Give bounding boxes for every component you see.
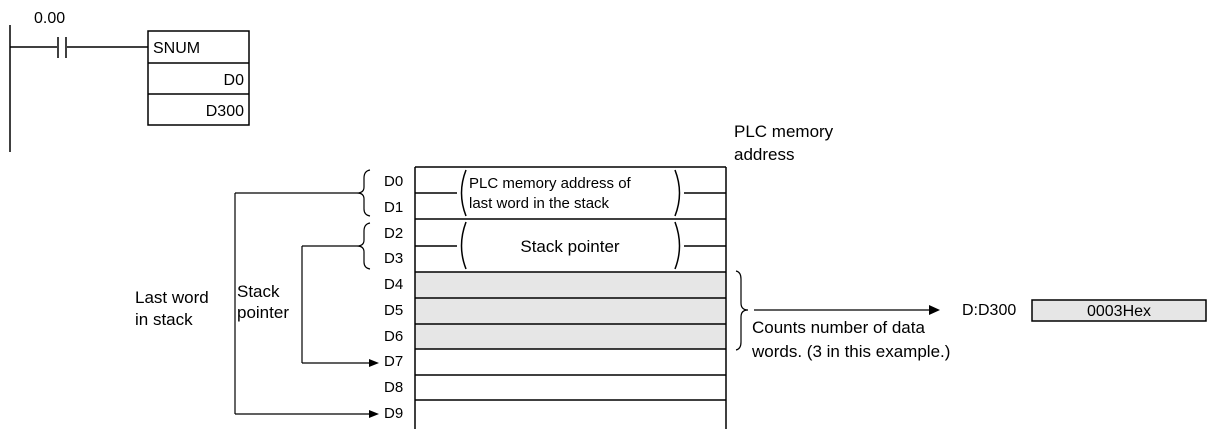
pointer-bracket-left: [460, 221, 467, 270]
stack-pointer-note: Stack pointer: [520, 237, 620, 256]
address-label: D1: [384, 199, 403, 216]
result-address: D:D300: [962, 302, 1016, 319]
address-label: D3: [384, 250, 403, 267]
data-row-d4: [415, 272, 726, 298]
instruction-mnemonic: SNUM: [153, 40, 200, 57]
stack-pointer-label-line-1: Stack: [237, 282, 280, 301]
last-word-label-line-2: in stack: [135, 310, 193, 329]
address-label: D9: [384, 405, 403, 422]
data-row-d5: [415, 298, 726, 324]
address-label: D7: [384, 353, 403, 370]
last-word-arrowhead: [369, 410, 379, 418]
address-labels: D0 D1 D2 D3 D4 D5 D6 D7 D8 D9: [384, 173, 403, 422]
instruction-block: [147, 30, 250, 126]
address-label: D5: [384, 302, 403, 319]
count-note-line-2: words. (3 in this example.): [751, 342, 950, 361]
address-label: D8: [384, 379, 403, 396]
brace-d0-d1: [356, 169, 371, 217]
ladder-diagram: [9, 25, 250, 152]
address-label: D0: [384, 173, 403, 190]
last-word-label-line-1: Last word: [135, 288, 209, 307]
result-value-box: [1031, 299, 1207, 322]
last-word-note-line-2: last word in the stack: [469, 195, 610, 212]
memory-table: PLC memory address of last word in the s…: [414, 166, 727, 429]
count-note-line-1: Counts number of data: [752, 318, 925, 337]
operand-table-address: D0: [224, 72, 245, 89]
stack-pointer-label-line-2: pointer: [237, 303, 289, 322]
brace-d2-d3: [356, 222, 371, 270]
contact-address: 0.00: [34, 10, 65, 27]
address-label: D2: [384, 225, 403, 242]
result-value: 0003Hex: [1087, 303, 1151, 320]
note-bracket-right: [674, 169, 681, 217]
stack-pointer-arrowhead: [369, 359, 379, 367]
note-bracket-left: [460, 169, 467, 217]
pointer-bracket-right: [674, 221, 681, 270]
memory-header-line-1: PLC memory: [734, 122, 834, 141]
memory-header-line-2: address: [734, 145, 794, 164]
last-word-note-line-1: PLC memory address of: [469, 175, 632, 192]
pointer-arrows: [234, 169, 930, 415]
operand-destination: D300: [206, 103, 244, 120]
count-arrowhead: [929, 305, 940, 315]
address-label: D6: [384, 328, 403, 345]
data-row-d6: [415, 324, 726, 349]
data-words-brace: [735, 270, 749, 351]
address-label: D4: [384, 276, 403, 293]
